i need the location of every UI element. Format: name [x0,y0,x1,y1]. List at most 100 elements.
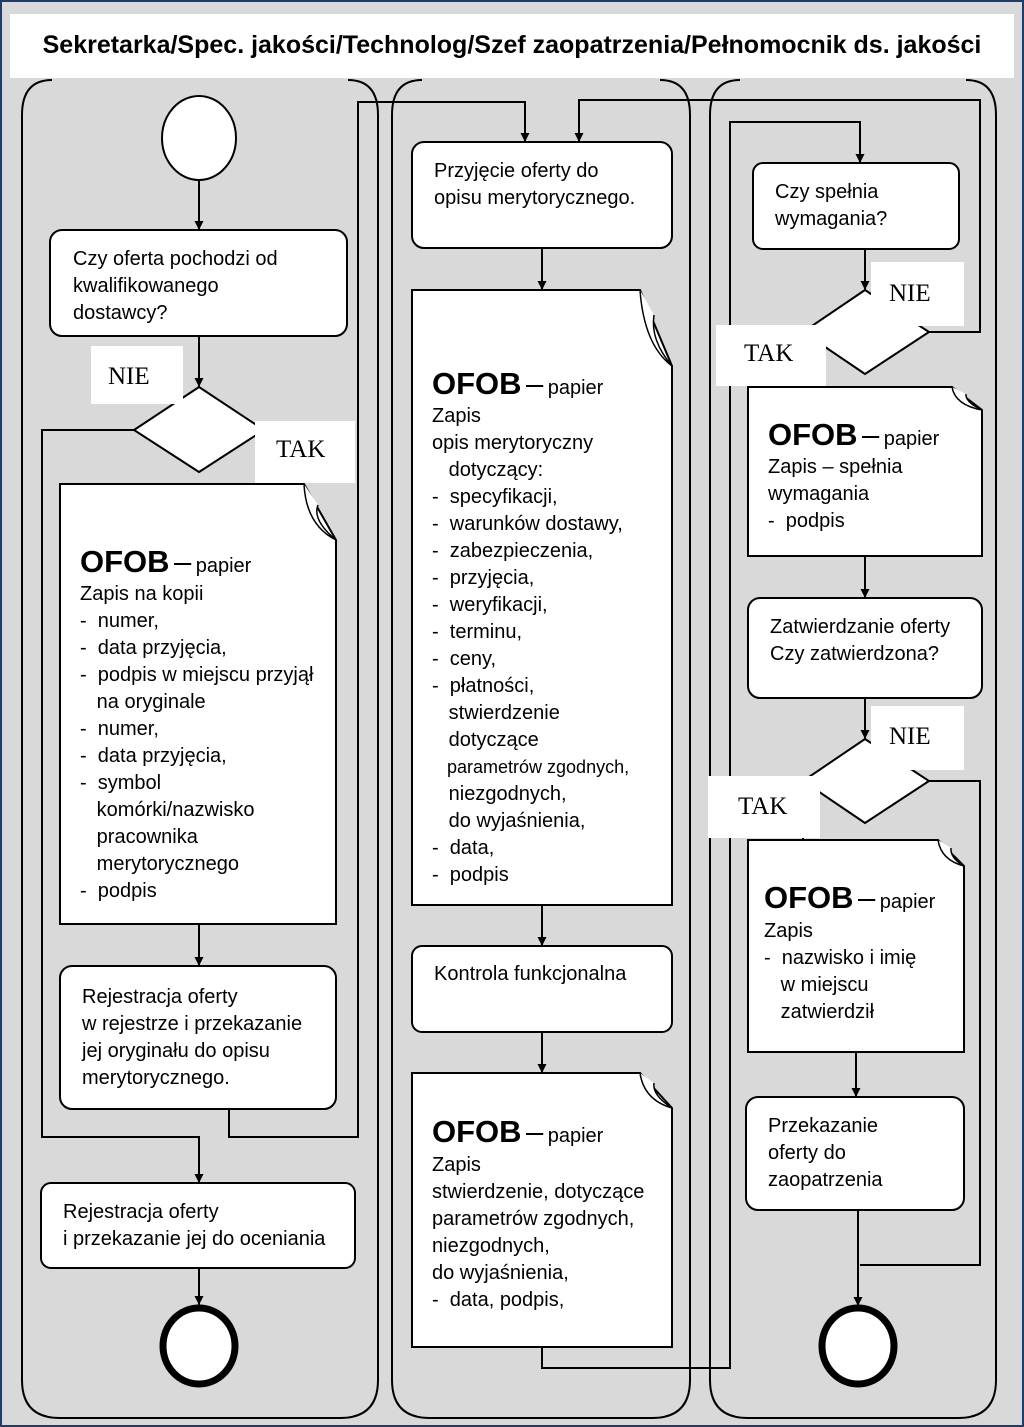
doc-medium: papier [879,891,936,913]
label-bg-nie-2 [871,262,964,326]
lane3-document-1 [747,386,983,557]
label-nie-3: NIE [889,723,931,750]
lane1-register-eval-box [40,1182,356,1269]
text-line: - numer, [80,610,159,632]
text-line: opis merytoryczny [432,432,594,454]
text-line: merytorycznego. [82,1067,230,1089]
text-line: na oryginale [80,691,206,713]
lane1-register-text: Rejestracja oferty w rejestrze i przekaza… [82,984,302,1092]
lane2-document-2 [411,1072,673,1348]
text-line: Czy spełnia [775,181,879,203]
text-line: Rejestracja oferty [82,986,238,1008]
text-line: - płatności, [432,675,535,697]
text-line: - ceny, [432,648,497,670]
text-line: opisu merytorycznego. [434,187,636,209]
text-line: parametrów zgodnych, [432,757,630,777]
text-line: - podpis [432,864,509,886]
text-line: Zapis [432,405,481,427]
doc-code: OFOB [768,417,858,452]
lane3-check-box [752,162,960,250]
arrow-nie-to-end [860,780,981,1266]
label-bg-tak-2 [716,325,826,386]
lane-2-border [391,79,691,1419]
text-line: w miejscu [764,974,869,996]
title-bar [10,14,1014,78]
text-line: niezgodnych, [432,783,567,805]
text-line: - nazwisko i imię [764,947,917,969]
text-line: stwierdzenie [432,702,560,724]
text-line: Czy zatwierdzona? [770,643,939,665]
lane1-document [59,483,337,925]
lane3-handover-box [745,1096,965,1211]
text-line: Rejestracja oferty [63,1201,219,1223]
lane2-doc1-header: OFOB – papier [432,367,603,401]
text-line: stwierdzenie, dotyczące [432,1181,645,1203]
end-node-1 [159,1304,239,1388]
text-line: Kontrola funkcjonalna [434,963,627,985]
text-line: - data, [432,837,495,859]
doc-medium: papier [883,428,940,450]
lane1-decision-diamond [132,385,266,474]
text-line: - podpis [80,880,157,902]
doc-code: OFOB [80,544,170,579]
lane1-register-box [59,965,337,1110]
lane3-doc2-text: Zapis- nazwisko i imię w miejscu zatwier… [764,918,916,1026]
label-nie-1: NIE [108,363,150,390]
doc-dash: – [174,544,192,579]
lane2-document-1 [411,289,673,906]
doc-dash: – [526,1114,544,1149]
text-line: - numer, [80,718,159,740]
doc-code: OFOB [764,880,854,915]
lane2-control-text: Kontrola funkcjonalna [434,961,626,988]
text-line: - specyfikacji, [432,486,558,508]
start-node [161,95,237,181]
diagram-title: Sekretarka/Spec. jakości/Technolog/Szef … [42,30,982,59]
lane3-document-2-fold [937,839,965,867]
lane2-doc1-text: Zapis opis merytoryczny dotyczący: - specy… [432,403,629,889]
text-line: Zatwierdzanie oferty [770,616,951,638]
text-line: Zapis [764,920,813,942]
text-line: - przyjęcia, [432,567,535,589]
text-line: komórki/nazwisko [80,799,255,821]
lane-3-border [709,79,997,1419]
doc-medium: papier [547,377,604,399]
text-line: oferty do [768,1142,846,1164]
text-line: dostawcy? [73,302,168,324]
doc-code: OFOB [432,1114,522,1149]
text-line: - zabezpieczenia, [432,540,594,562]
lane2-document-2-fold [639,1072,673,1109]
lane1-document-fold [303,483,337,541]
lane2-control-box [411,945,673,1033]
text-line: wymagania [768,483,870,505]
text-line: wymagania? [775,208,888,230]
arrow-nie-to-register-eval [41,429,204,1183]
text-line: - symbol [80,772,162,794]
text-line: - data przyjęcia, [80,745,227,767]
arrow-register-to-lane2 [228,101,530,1138]
text-line: Zapis – spełnia [768,456,903,478]
text-line: - podpis [768,510,845,532]
text-line: Przyjęcie oferty do [434,160,599,182]
label-tak-3: TAK [738,793,788,820]
lane2-document-1-fold [639,289,673,367]
text-line: w rejestrze i przekazanie [82,1013,303,1035]
text-line: do wyjaśnienia, [432,1262,569,1284]
doc-code: OFOB [432,366,522,401]
text-line: - weryfikacji, [432,594,548,616]
text-line: dotyczący: [432,459,544,481]
text-line: parametrów zgodnych, [432,1208,635,1230]
label-bg-tak-3 [708,776,820,838]
lane3-doc2-header: OFOB – papier [764,881,935,915]
text-line: Czy oferta pochodzi od [73,248,278,270]
text-line: - data przyjęcia, [80,637,227,659]
text-line: Przekazanie [768,1115,879,1137]
text-line: - warunków dostawy, [432,513,623,535]
